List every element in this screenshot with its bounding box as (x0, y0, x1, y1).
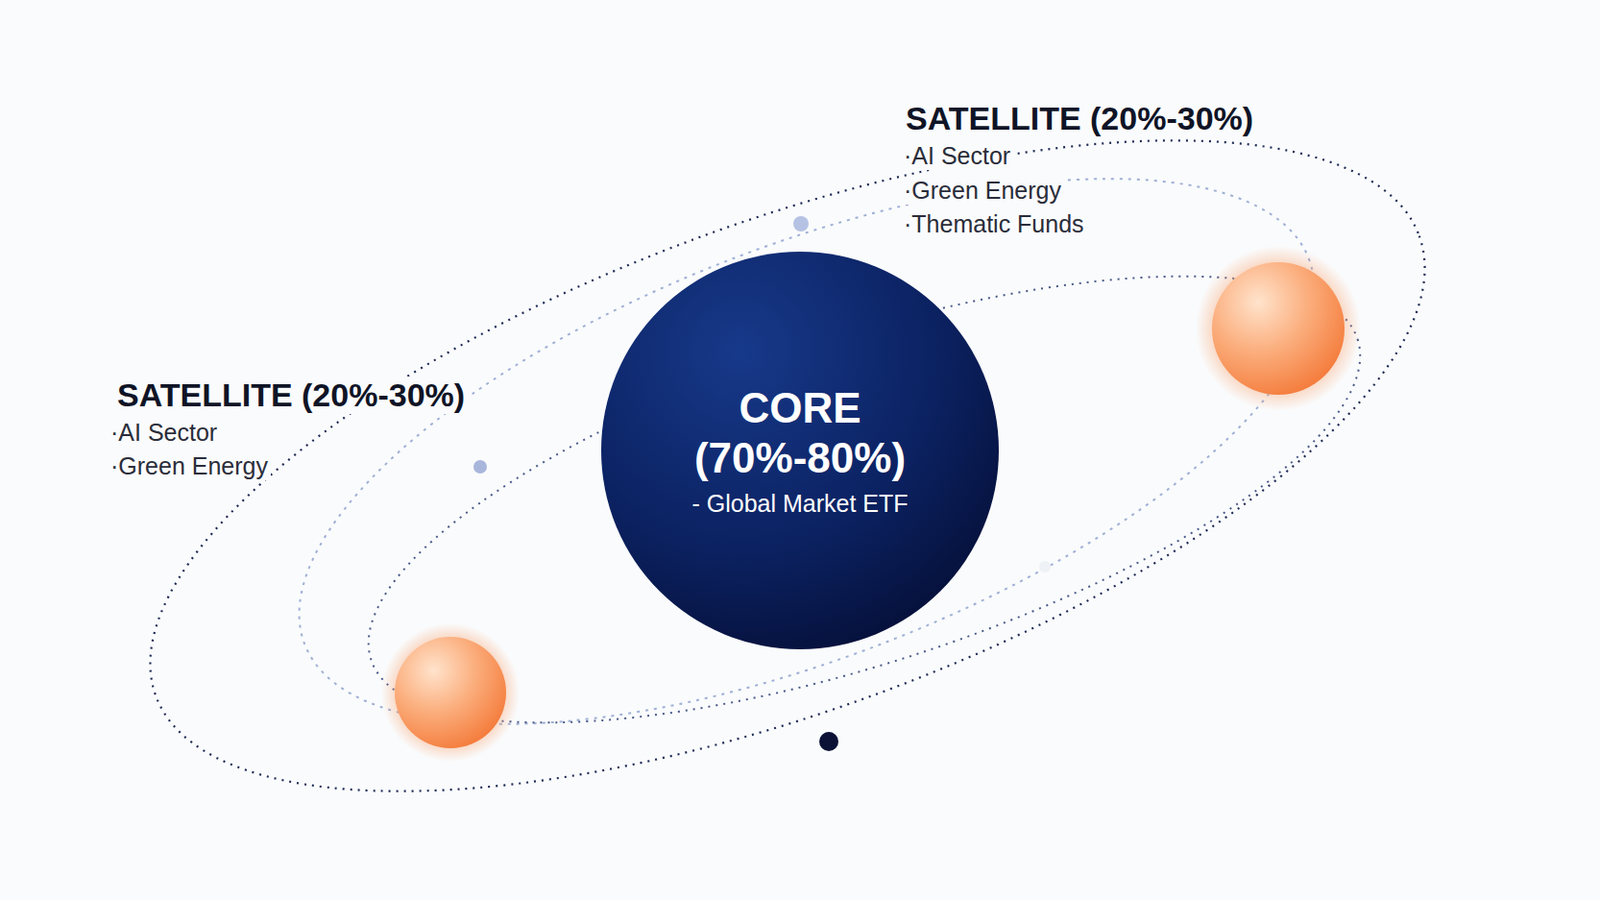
satellite-item: ·AI Sector (107, 418, 220, 447)
orbit-dot (473, 460, 487, 474)
satellite-item: ·Green Energy (107, 452, 271, 481)
orbit-dot (793, 216, 809, 232)
outer-orbit (72, 5, 1504, 900)
satellite-sphere (394, 636, 507, 749)
orbit-dot (1039, 560, 1051, 573)
core-heading: CORE (70%-80%) (679, 383, 921, 484)
orbit-dot (819, 731, 839, 752)
sphere-glow (381, 623, 520, 762)
satellite-heading: SATELLITE (20%-30%) (114, 376, 468, 414)
satellite-item: ·Green Energy (900, 176, 1065, 205)
satellite-item: ·AI Sector (900, 142, 1014, 170)
inner-orbit (320, 183, 1408, 815)
satellite-item: ·Thematic Funds (900, 210, 1088, 239)
core-circle (601, 251, 999, 650)
satellite-heading: SATELLITE (20%-30%) (902, 99, 1257, 138)
core-circle-node: CORE (70%-80%) - Global Market ETF (601, 251, 999, 650)
satellite-sphere (1212, 262, 1345, 395)
sphere-glow (1195, 245, 1361, 412)
core-description: - Global Market ETF (691, 489, 908, 518)
middle-orbit (230, 66, 1383, 838)
